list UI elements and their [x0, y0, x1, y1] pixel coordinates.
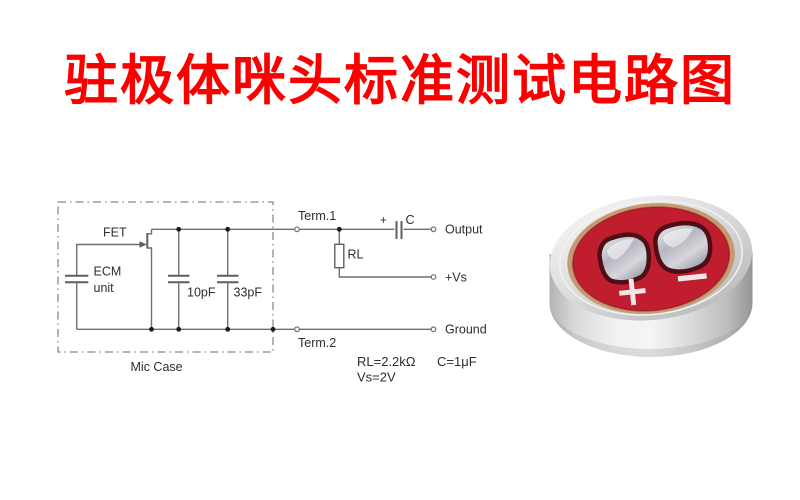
- term1-terminal: [294, 226, 300, 233]
- minus-mark: −: [670, 247, 714, 305]
- cap-10pf-symbol: [168, 229, 190, 330]
- ecm-unit-symbol: [65, 243, 140, 330]
- value-rl: RL=2.2kΩ: [357, 354, 416, 369]
- output-terminal: [430, 226, 437, 233]
- term2-label: Term.2: [298, 336, 336, 350]
- cap-33pf-label: 33pF: [234, 286, 263, 300]
- load-resistor-symbol: [334, 229, 432, 278]
- cap-10pf-label: 10pF: [187, 286, 216, 300]
- mic-case-boundary: [57, 201, 274, 353]
- supply-label: +Vs: [445, 271, 467, 285]
- capsule-top-face: + −: [549, 195, 753, 321]
- fet-label: FET: [103, 226, 127, 240]
- coupling-cap-label: C: [406, 213, 415, 227]
- ground-label: Ground: [445, 323, 487, 337]
- fet-gate-arrow: [139, 241, 147, 248]
- terminal-circles: [294, 226, 437, 333]
- value-c: C=1μF: [437, 354, 477, 369]
- circuit-diagram: FET ECM unit 10pF 33pF Mic Case Term.1 T…: [57, 201, 487, 385]
- cap-33pf-symbol: [217, 229, 239, 330]
- load-resistor-label: RL: [348, 248, 364, 262]
- fet-symbol: [139, 229, 153, 330]
- ecm-label-line2: unit: [94, 281, 115, 295]
- solder-pads: [597, 220, 713, 285]
- coupling-cap-polarity-label: +: [380, 215, 387, 227]
- mic-case-label: Mic Case: [131, 360, 183, 374]
- term1-label: Term.1: [298, 209, 336, 223]
- plus-mark: +: [612, 264, 652, 316]
- supply-terminal: [430, 274, 437, 280]
- capsule-bottom-shade: [549, 302, 753, 358]
- junction-dots: [149, 226, 342, 332]
- coupling-cap-symbol: [395, 221, 403, 239]
- page-title: 驻极体咪头标准测试电路图: [64, 51, 736, 111]
- value-vs: Vs=2V: [357, 370, 396, 385]
- term2-terminal: [294, 326, 300, 333]
- output-label: Output: [445, 223, 483, 237]
- microphone-photo: + −: [549, 195, 753, 358]
- ecm-label-line1: ECM: [94, 265, 122, 279]
- ground-terminal: [430, 326, 437, 333]
